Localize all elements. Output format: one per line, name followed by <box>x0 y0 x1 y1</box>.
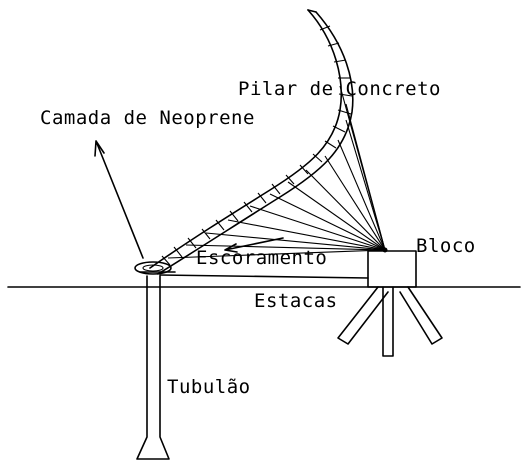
estacas-piles <box>337 286 443 357</box>
pillar-inner-edge <box>157 11 354 275</box>
label-tubulao: Tubulão <box>167 376 251 398</box>
label-escoramento: Escoramento <box>196 247 327 269</box>
label-neoprene: Camada de Neoprene <box>40 107 255 129</box>
shoring-rays <box>167 85 386 259</box>
pillar-tip <box>307 9 317 13</box>
escoramento-arrow <box>224 237 284 253</box>
neoprene-pad-inner <box>142 264 164 272</box>
bloco-anchor-point <box>382 247 388 253</box>
label-bloco: Bloco <box>416 235 476 257</box>
pillar-segments <box>161 25 353 266</box>
tubulao-caisson <box>136 275 170 460</box>
neoprene-pad <box>134 261 172 275</box>
pillar-outer-edge <box>149 9 343 269</box>
bloco-block <box>367 250 417 288</box>
shoring-horizontal <box>139 271 369 279</box>
neoprene-arrow <box>94 140 144 259</box>
label-estacas: Estacas <box>254 290 338 312</box>
label-pilar: Pilar de Concreto <box>238 78 441 100</box>
